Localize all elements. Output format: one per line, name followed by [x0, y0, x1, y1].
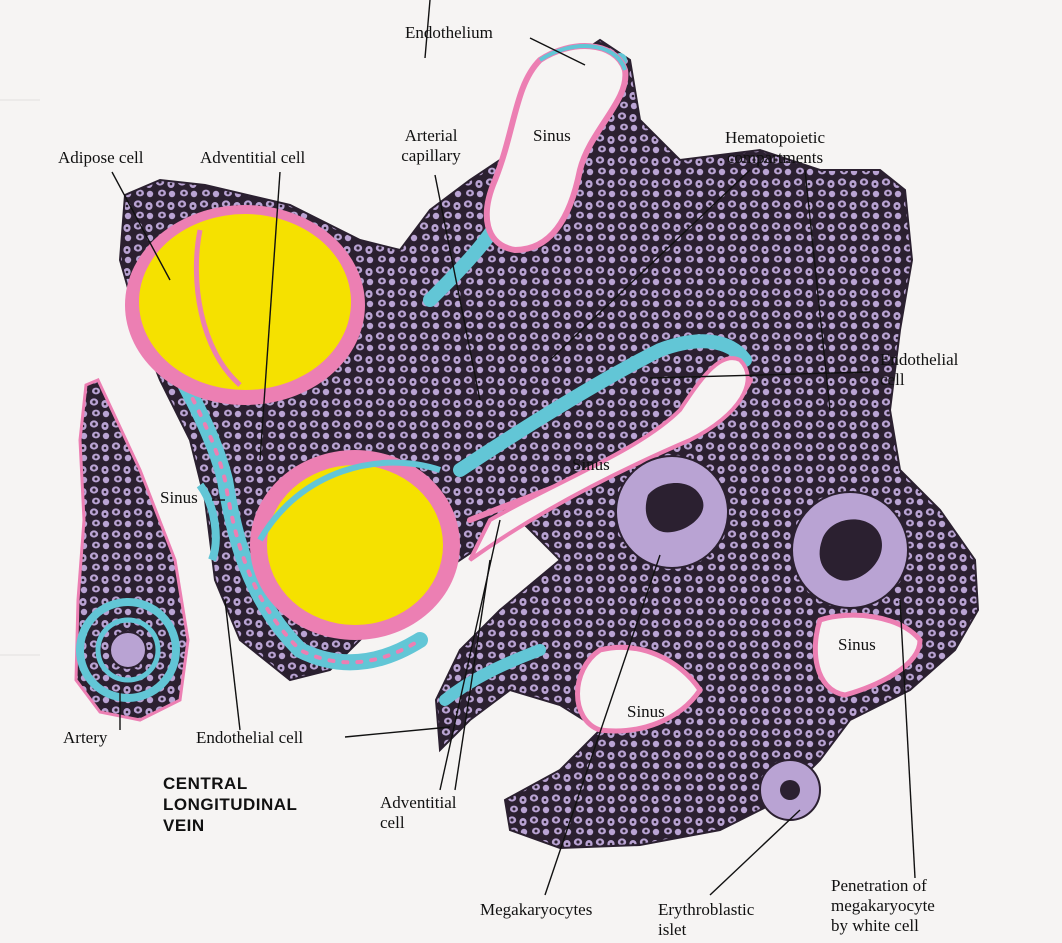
label-central-longitudinal-vein: CENTRAL LONGITUDINAL VEIN	[163, 773, 297, 836]
label-hematopoietic-line2: compartments	[700, 148, 850, 168]
label-sinus-top: Sinus	[533, 126, 571, 146]
label-hematopoietic-line1: Hematopoietic	[700, 128, 850, 148]
label-clv-line2: LONGITUDINAL	[163, 794, 297, 815]
label-penetration-of-megakaryocyte: Penetration of megakaryocyte by white ce…	[831, 876, 935, 936]
erythroblastic-islet	[760, 760, 820, 820]
label-arterial-capillary-line2: capillary	[383, 146, 479, 166]
label-adventitial-bottom-line2: cell	[380, 813, 456, 833]
label-arterial-capillary-line1: Arterial	[383, 126, 479, 146]
label-artery: Artery	[63, 728, 107, 748]
label-arterial-capillary: Arterial capillary	[383, 126, 479, 166]
label-sinus-lower: Sinus	[627, 702, 665, 722]
label-erythroblastic-line2: islet	[658, 920, 754, 940]
label-adventitial-bottom-line1: Adventitial	[380, 793, 456, 813]
label-megakaryocytes: Megakaryocytes	[480, 900, 592, 920]
label-clv-line3: VEIN	[163, 815, 297, 836]
label-endothelial-cell-bottom: Endothelial cell	[196, 728, 303, 748]
label-penetration-line3: by white cell	[831, 916, 935, 936]
label-sinus-left: Sinus	[160, 488, 198, 508]
artery-cross-section	[76, 598, 180, 702]
label-hematopoietic-compartments: Hematopoietic compartments	[700, 128, 850, 168]
label-adventitial-cell-bottom: Adventitial cell	[380, 793, 456, 833]
label-adipose-cell: Adipose cell	[58, 148, 143, 168]
background-page-lines	[0, 100, 40, 655]
label-endothelium: Endothelium	[405, 23, 493, 43]
label-penetration-line2: megakaryocyte	[831, 896, 935, 916]
label-penetration-line1: Penetration of	[831, 876, 935, 896]
label-clv-line1: CENTRAL	[163, 773, 297, 794]
label-endothelial-right-line2: cell	[880, 370, 958, 390]
label-sinus-right: Sinus	[838, 635, 876, 655]
label-endothelial-cell-right: Endothelial cell	[880, 350, 958, 390]
label-adventitial-cell-top: Adventitial cell	[200, 148, 305, 168]
label-sinus-mid: Sinus	[572, 455, 610, 475]
label-erythroblastic-islet: Erythroblastic islet	[658, 900, 754, 940]
label-endothelial-right-line1: Endothelial	[880, 350, 958, 370]
label-erythroblastic-line1: Erythroblastic	[658, 900, 754, 920]
